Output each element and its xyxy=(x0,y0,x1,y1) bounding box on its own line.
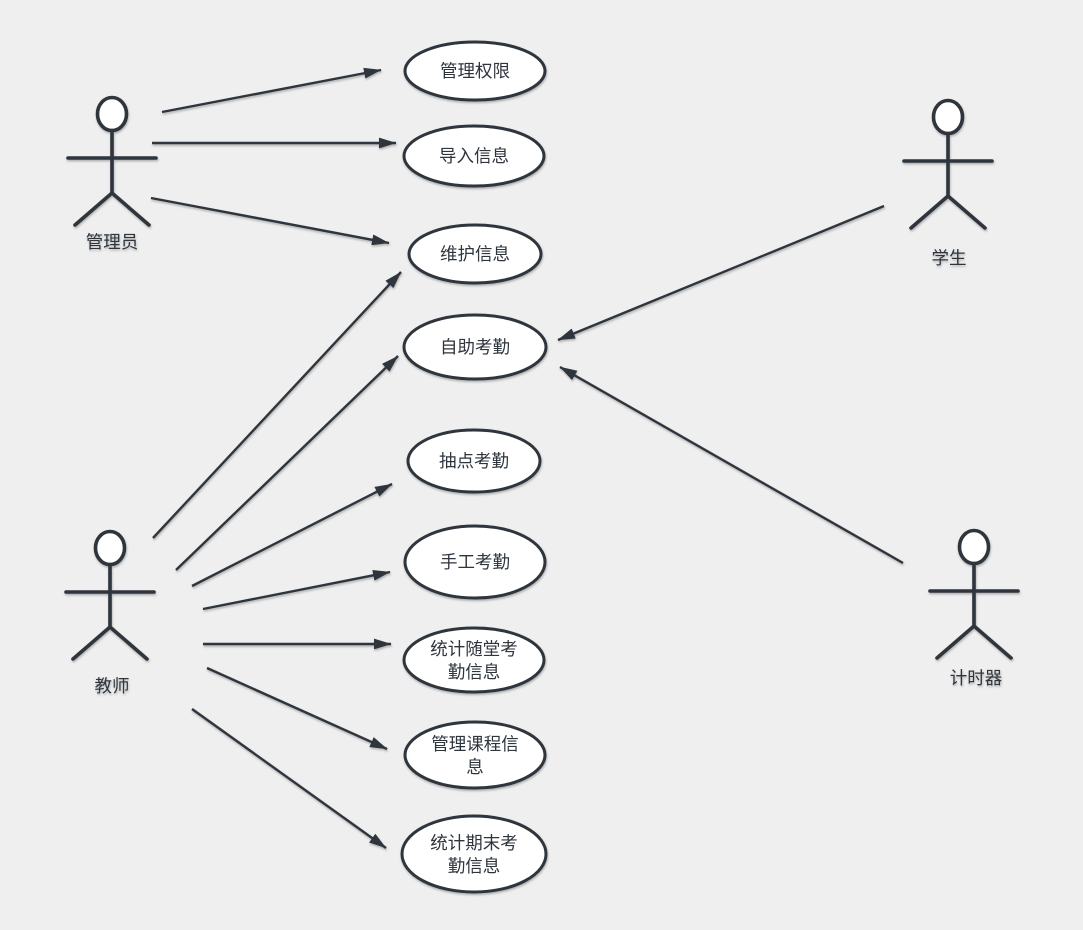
use-case-import-info: 导入信息 xyxy=(402,124,546,188)
use-case-label-line: 管理课程信 xyxy=(431,734,519,754)
use-case-stat-class-attendance: 统计随堂考勤信息 xyxy=(402,626,546,694)
use-case-label-line: 自助考勤 xyxy=(440,337,510,357)
use-case-ellipse xyxy=(403,40,547,102)
use-case-ellipse xyxy=(403,524,547,600)
associations xyxy=(150,67,904,849)
use-case-self-attendance: 自助考勤 xyxy=(402,313,548,381)
actor-label: 管理员 xyxy=(86,232,139,252)
actor-leg-right xyxy=(108,625,149,661)
association-teacher-maintain-info xyxy=(152,271,402,539)
use-case-label-line: 统计期末考 xyxy=(430,833,518,853)
actor-leg-left xyxy=(71,625,112,661)
association-student-self-attendance xyxy=(557,204,885,342)
association-admin-maintain-info xyxy=(150,196,390,246)
use-case-label: 管理权限 xyxy=(440,61,510,81)
association-teacher-self-attendance xyxy=(175,355,399,571)
use-case-label-line: 勤信息 xyxy=(448,856,501,876)
actor-leg-right xyxy=(972,624,1013,660)
use-case-label-line: 统计随堂考 xyxy=(430,639,518,659)
use-case-label: 自助考勤 xyxy=(440,337,510,357)
use-case-spot-check-attendance: 抽点考勤 xyxy=(406,428,542,494)
use-case-label-line: 勤信息 xyxy=(448,662,501,682)
use-case-ellipse xyxy=(402,124,546,188)
association-teacher-manage-course-info xyxy=(206,666,388,751)
use-case-label: 手工考勤 xyxy=(440,552,510,572)
actor-admin: 管理员 xyxy=(66,95,158,252)
actor-head xyxy=(957,528,991,566)
use-case-ellipse xyxy=(400,814,548,894)
actor-timer: 计时器 xyxy=(928,528,1020,688)
association-teacher-stat-final-attendance xyxy=(191,708,387,849)
association-teacher-manual-attendance xyxy=(202,570,391,611)
use-case-label-line: 管理权限 xyxy=(440,61,510,81)
actor-teacher: 教师 xyxy=(64,529,156,696)
use-case-label: 维护信息 xyxy=(440,244,510,264)
actor-label: 学生 xyxy=(932,248,967,268)
actor-leg-left xyxy=(935,624,976,660)
association-teacher-spot-check-attendance xyxy=(191,482,393,588)
use-case-label-line: 导入信息 xyxy=(439,146,509,166)
actor-label: 计时器 xyxy=(950,668,1003,688)
use-case-ellipse xyxy=(406,428,542,494)
actor-leg-right xyxy=(110,191,151,227)
actor-head xyxy=(93,529,127,567)
use-case-label-line: 维护信息 xyxy=(440,244,510,264)
association-admin-manage-permissions xyxy=(161,67,382,114)
use-case-label: 管理课程信息 xyxy=(431,734,519,777)
actor-leg-left xyxy=(909,194,950,230)
use-case-manage-permissions: 管理权限 xyxy=(403,40,547,102)
use-case-stat-final-attendance: 统计期末考勤信息 xyxy=(400,814,548,894)
use-case-manage-course-info: 管理课程信息 xyxy=(403,720,547,790)
association-timer-self-attendance xyxy=(559,365,904,565)
use-case-label: 抽点考勤 xyxy=(439,451,509,471)
use-case-label: 导入信息 xyxy=(439,146,509,166)
use-case-manual-attendance: 手工考勤 xyxy=(403,524,547,600)
use-case-ellipse xyxy=(407,223,543,285)
use-case-ellipse xyxy=(402,313,548,381)
use-case-maintain-info: 维护信息 xyxy=(407,223,543,285)
use-case-label-line: 手工考勤 xyxy=(440,552,510,572)
use-case-label-line: 息 xyxy=(466,757,484,777)
use-case-label: 统计期末考勤信息 xyxy=(430,833,518,876)
use-case-ellipse xyxy=(403,720,547,790)
use-case-label-line: 抽点考勤 xyxy=(439,451,509,471)
actor-head xyxy=(931,98,965,136)
use-case-label: 统计随堂考勤信息 xyxy=(430,639,518,682)
actor-leg-left xyxy=(73,191,114,227)
actor-leg-right xyxy=(946,194,987,230)
actor-label: 教师 xyxy=(95,676,130,696)
use-case-ellipse xyxy=(402,626,546,694)
actor-head xyxy=(95,95,129,133)
actor-student: 学生 xyxy=(902,98,994,268)
